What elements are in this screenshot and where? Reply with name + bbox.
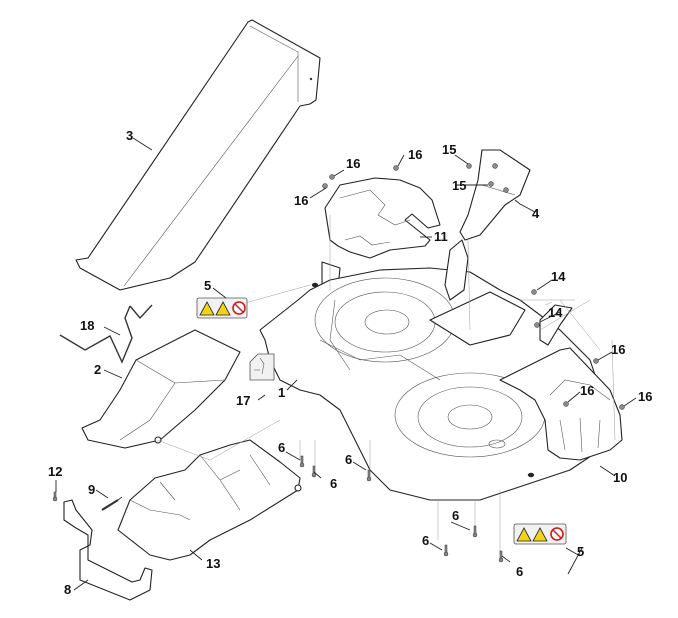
callout-6-d: 6	[452, 508, 459, 523]
part-4-deflector	[459, 149, 531, 241]
callout-16-e: 16	[580, 383, 594, 398]
callout-18: 18	[80, 318, 94, 333]
warning-triangle-icon	[199, 301, 215, 316]
callout-6-c: 6	[345, 452, 352, 467]
part-17-instruction-decal	[249, 353, 275, 381]
fasteners	[52, 163, 625, 563]
part-9-spring	[101, 496, 123, 511]
blade-hazard-triangle-icon	[215, 301, 231, 316]
callout-16-d: 16	[611, 342, 625, 357]
callout-9: 9	[88, 482, 95, 497]
callout-5-left: 5	[204, 278, 211, 293]
callout-12: 12	[48, 464, 62, 479]
callout-17: 17	[236, 393, 250, 408]
part-5-warning-decal-right	[513, 523, 567, 545]
part-2-cover	[81, 329, 241, 449]
callout-16-f: 16	[638, 389, 652, 404]
part-5-warning-decal-left	[196, 297, 248, 319]
callout-6-e: 6	[422, 533, 429, 548]
callout-3: 3	[126, 128, 133, 143]
part-13-tunnel	[117, 439, 302, 561]
callout-16-a: 16	[294, 193, 308, 208]
callout-6-a: 6	[278, 440, 285, 455]
callout-6-f: 6	[516, 564, 523, 579]
warning-triangle-icon	[516, 527, 532, 542]
part-3-discharge-chute	[75, 19, 321, 291]
callout-5-right: 5	[577, 544, 584, 559]
part-8-bracket	[63, 499, 153, 601]
callout-14-b: 14	[548, 305, 563, 320]
callout-2: 2	[94, 362, 101, 377]
callout-13: 13	[206, 556, 220, 571]
part-1-deck	[259, 239, 611, 501]
callout-14-a: 14	[551, 269, 566, 284]
part-18-wire-rod	[59, 304, 153, 364]
callout-4: 4	[532, 206, 540, 221]
callout-10: 10	[613, 470, 627, 485]
leader-lines	[55, 137, 637, 591]
callout-11: 11	[434, 229, 448, 244]
callout-15-b: 15	[452, 178, 466, 193]
callout-labels: 3 5 5 18 2 17 1 4 11 10 13 8 9 12 6 6 6 …	[48, 128, 652, 597]
callout-6-b: 6	[330, 476, 337, 491]
blade-hazard-triangle-icon	[532, 527, 548, 542]
callout-1: 1	[278, 385, 285, 400]
callout-16-b: 16	[346, 156, 360, 171]
assembly-guide-lines	[156, 215, 616, 555]
callout-15-a: 15	[442, 142, 456, 157]
part-10-right-cover	[499, 304, 623, 461]
callout-16-c: 16	[408, 147, 422, 162]
callout-8: 8	[64, 582, 71, 597]
